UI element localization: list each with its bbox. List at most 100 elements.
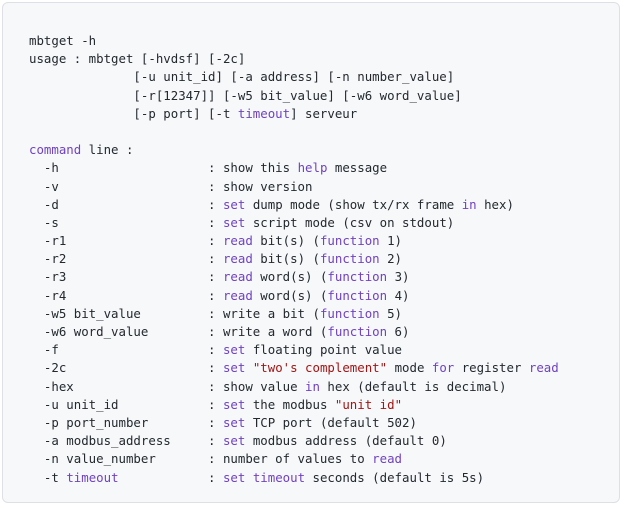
code-line: -r2 : read bit(s) (function 2) [29, 250, 559, 268]
code-line: -r4 : read word(s) (function 4) [29, 287, 559, 305]
keyword-token: for [431, 360, 455, 376]
keyword-token: set [222, 414, 246, 430]
code-listing: mbtget -h usage : mbtget [-hvdsf] [-2c] [… [29, 32, 559, 487]
text-token: 6) [387, 324, 410, 339]
code-line: -v : show version [29, 178, 559, 196]
text-token: bit(s) ( [252, 233, 320, 249]
code-line: usage : mbtget [-hvdsf] [-2c] [29, 50, 559, 68]
text-token: hex (default is decimal) [319, 378, 507, 394]
text-token: -w6 word_value : write a word ( [29, 324, 328, 339]
keyword-token: timeout [252, 469, 306, 485]
code-line: -a modbus_address : set modbus address (… [29, 432, 559, 450]
string-token: "unit id" [334, 396, 403, 412]
code-line [29, 123, 559, 141]
text-token: bit(s) ( [252, 251, 320, 267]
code-line: [-u unit_id] [-a address] [-n number_val… [29, 68, 559, 86]
text-token: ] serveur [290, 105, 358, 121]
text-token: : [118, 469, 223, 485]
text-token: usage : mbtget [-hvdsf] [-2c] [29, 51, 246, 67]
keyword-token: set [222, 342, 246, 358]
text-token: [-p port] [-t [29, 105, 238, 121]
text-token: -u unit_id : [29, 396, 223, 412]
text-token: word(s) ( [252, 269, 328, 285]
code-line: command line : [29, 141, 559, 159]
code-line: -2c : set "two's complement" mode for re… [29, 359, 559, 377]
text-token: line : [81, 142, 134, 158]
text-token: -d : [29, 196, 223, 212]
text-token: word(s) ( [252, 287, 328, 303]
text-token: -n value_number : number of values to [29, 451, 373, 467]
text-token: mode [387, 360, 432, 376]
text-token [245, 470, 252, 485]
text-token: 5) [379, 305, 403, 321]
code-line: -t timeout : set timeout seconds (defaul… [29, 469, 559, 487]
code-line: -f : set floating point value [29, 341, 559, 359]
code-line: -hex : show value in hex (default is dec… [29, 378, 559, 396]
code-line: -r3 : read word(s) (function 3) [29, 268, 559, 286]
text-token: -r4 : [29, 287, 223, 303]
code-line: mbtget -h [29, 32, 559, 50]
text-token: -a modbus_address : [29, 433, 223, 449]
code-line: -w6 word_value : write a word (function … [29, 323, 559, 341]
text-token: -2c : [29, 360, 223, 376]
text-token: -s : [29, 214, 223, 230]
text-token [245, 360, 252, 375]
text-token: -t [29, 469, 67, 485]
text-token: 3) [387, 269, 410, 285]
keyword-token: timeout [237, 105, 291, 121]
text-token: TCP port (default 502) [245, 414, 417, 430]
text-token: -p port_number : [29, 414, 223, 430]
keyword-token: in [305, 378, 320, 394]
keyword-token: function [319, 233, 380, 249]
keyword-token: set [222, 214, 246, 230]
string-token: "two's complement" [252, 360, 388, 376]
text-token: -hex : show value [29, 378, 306, 394]
keyword-token: set [222, 469, 246, 485]
keyword-token: read [222, 251, 253, 267]
text-token: hex) [476, 196, 514, 212]
text-token: 1) [379, 233, 403, 249]
text-token: -f : [29, 342, 223, 358]
keyword-token: timeout [66, 469, 119, 485]
keyword-token: read [222, 269, 253, 285]
code-line: -p port_number : set TCP port (default 5… [29, 414, 559, 432]
text-token: -h : show this [29, 160, 298, 176]
code-line: -n value_number : number of values to re… [29, 450, 559, 468]
keyword-token: read [222, 287, 253, 303]
keyword-token: function [327, 287, 388, 303]
text-token: mbtget -h [29, 33, 97, 48]
code-block: mbtget -h usage : mbtget [-hvdsf] [-2c] [… [2, 2, 620, 503]
text-token: script mode (csv on stdout) [245, 214, 455, 230]
text-token: 2) [379, 251, 403, 267]
keyword-token: read [222, 233, 253, 249]
text-token: modbus address (default 0) [245, 433, 447, 449]
text-token: seconds (default is 5s) [305, 469, 485, 485]
keyword-token: read [528, 360, 559, 376]
text-token: -r2 : [29, 251, 223, 267]
keyword-token: set [222, 196, 246, 212]
code-line: -s : set script mode (csv on stdout) [29, 214, 559, 232]
keyword-token: in [461, 196, 477, 212]
code-line: [-r[12347]] [-w5 bit_value] [-w6 word_va… [29, 87, 559, 105]
keyword-token: command [29, 142, 82, 158]
keyword-token: set [222, 396, 246, 412]
code-line: -w5 bit_value : write a bit (function 5) [29, 305, 559, 323]
code-line: -u unit_id : set the modbus "unit id" [29, 396, 559, 414]
text-token: dump mode (show tx/rx frame [245, 196, 462, 212]
keyword-token: function [327, 269, 388, 285]
code-line: -h : show this help message [29, 159, 559, 177]
keyword-token: read [372, 451, 402, 467]
text-token: [-u unit_id] [-a address] [-n number_val… [29, 69, 455, 85]
text-token: [-r[12347]] [-w5 bit_value] [-w6 word_va… [29, 87, 462, 103]
keyword-token: function [319, 251, 380, 267]
text-token: -r3 : [29, 269, 223, 285]
keyword-token: function [327, 324, 388, 339]
text-token: -v : show version [29, 178, 313, 194]
code-line: -d : set dump mode (show tx/rx frame in … [29, 196, 559, 214]
code-line: -r1 : read bit(s) (function 1) [29, 232, 559, 250]
text-token: -r1 : [29, 233, 223, 249]
keyword-token: set [222, 360, 246, 376]
text-token: 4) [387, 287, 410, 303]
keyword-token: help [297, 160, 328, 176]
text-token: register [454, 360, 529, 376]
